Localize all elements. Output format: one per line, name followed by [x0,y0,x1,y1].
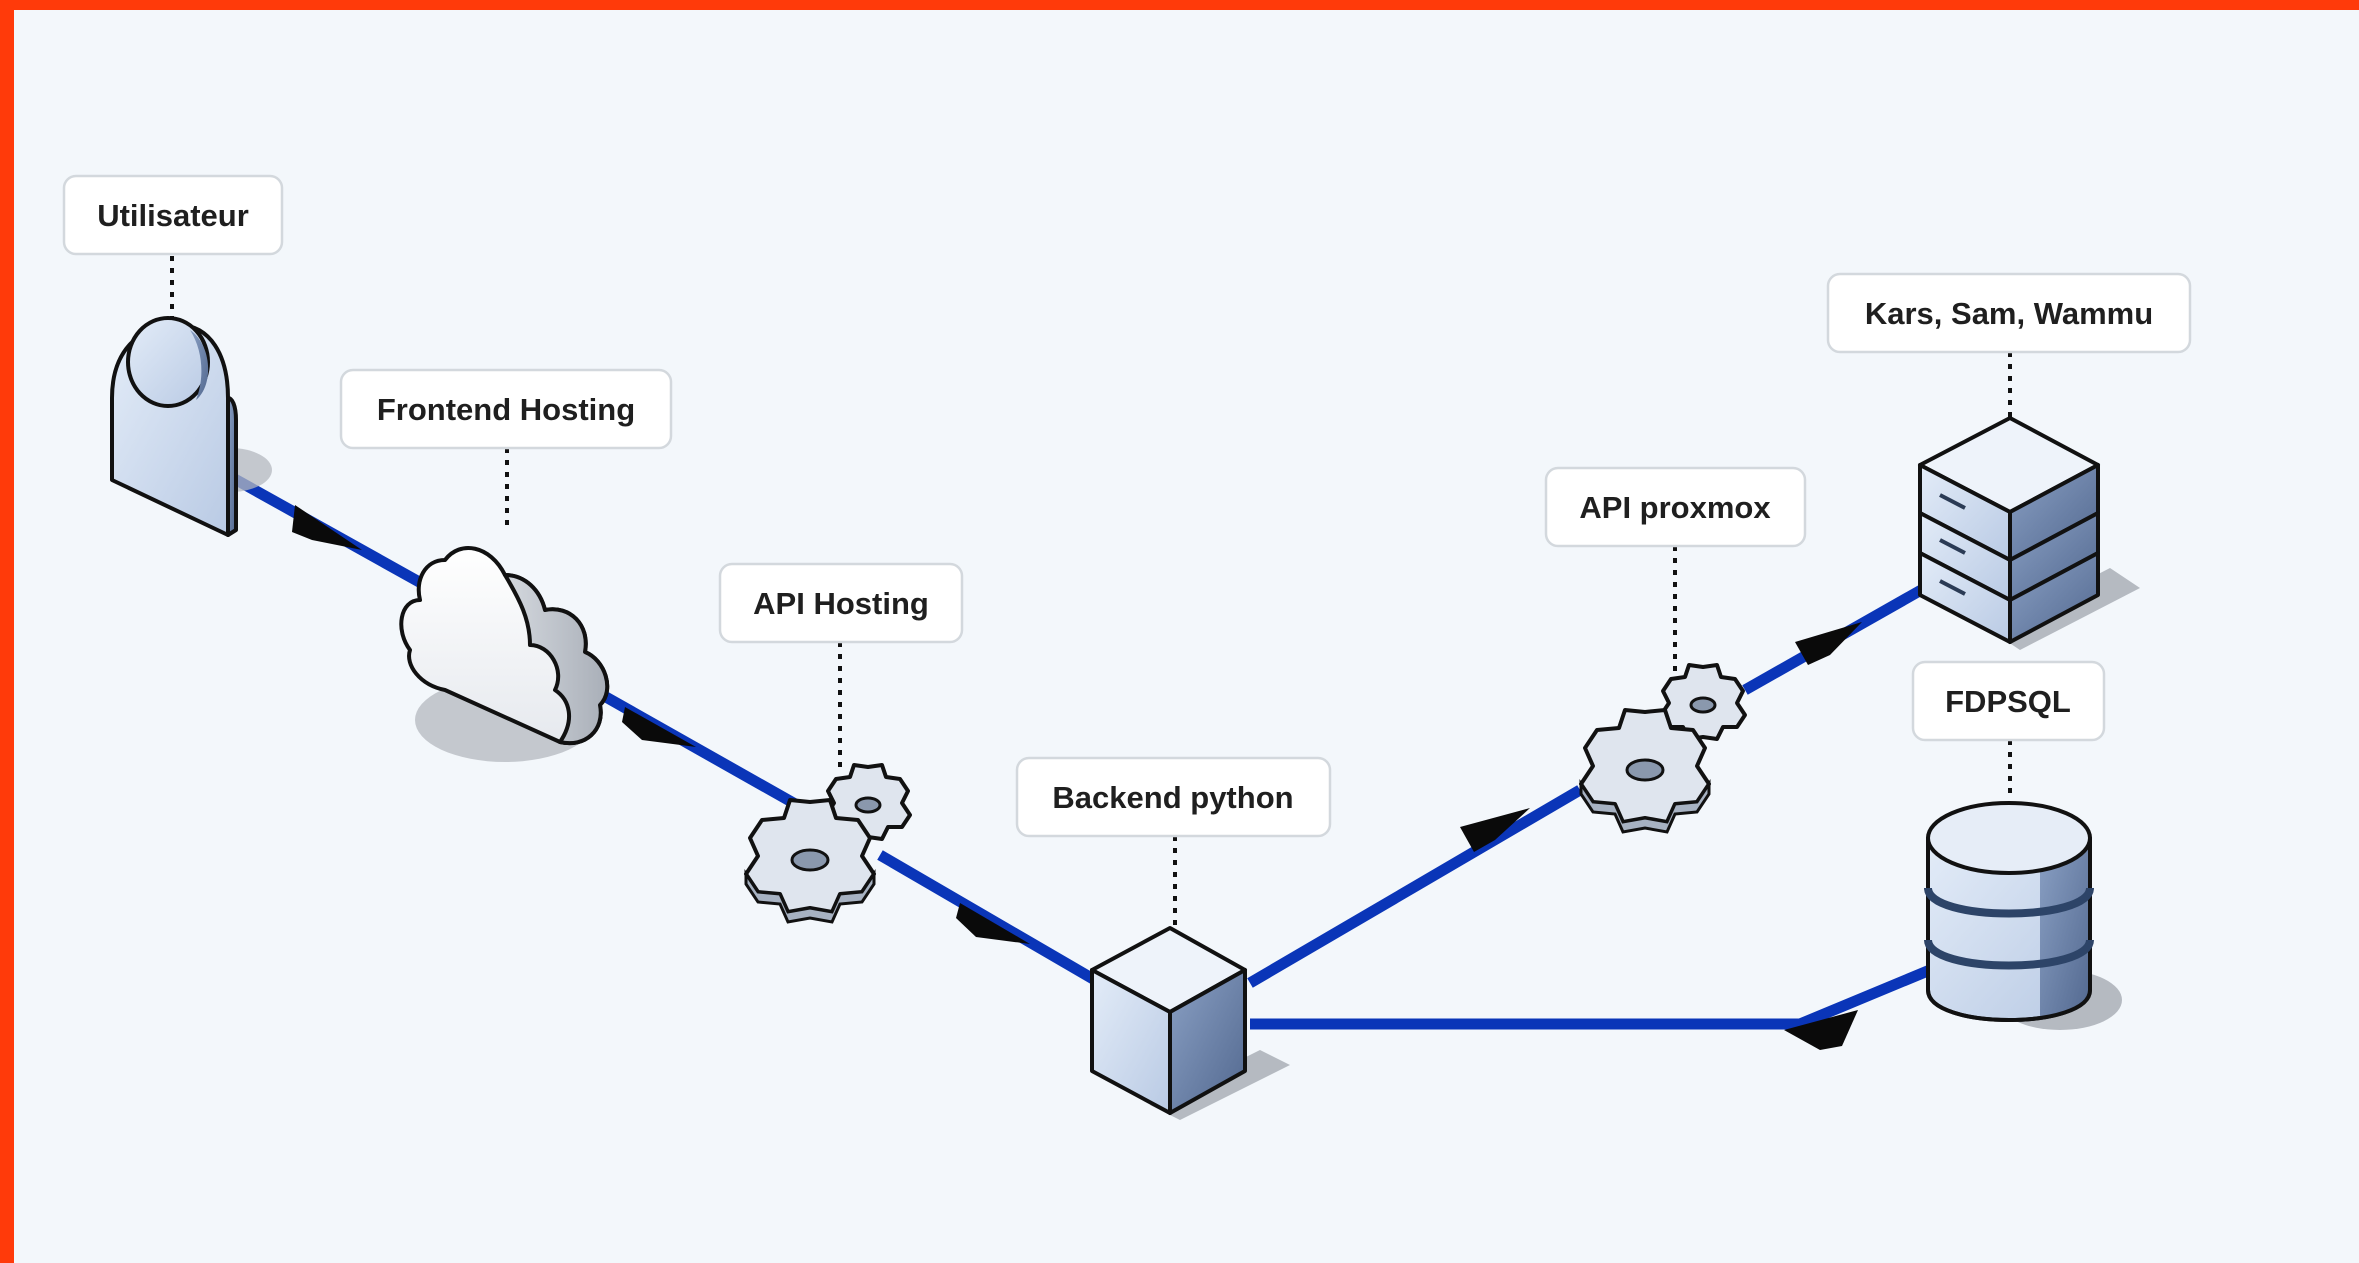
frame-left-border [0,0,14,1263]
label-api-hosting: API Hosting [718,562,964,644]
server-rack-icon [1918,416,2140,650]
edge-api-hosting-backend [877,850,1103,988]
label-frontend-hosting: Frontend Hosting [339,368,673,450]
label-utilisateur: Utilisateur [62,174,284,256]
label-backend-python-text: Backend python [1052,780,1293,815]
label-fdpsql: FDPSQL [1911,660,2106,742]
cloud-icon [399,546,610,762]
label-utilisateur-text: Utilisateur [97,198,249,233]
label-backend-python: Backend python [1015,756,1332,838]
arrow-to-backend [956,903,1030,944]
arrow-to-servers [1795,622,1862,665]
label-api-proxmox-text: API proxmox [1579,490,1771,525]
label-api-proxmox: API proxmox [1544,466,1807,548]
cube-icon [1090,926,1290,1120]
label-frontend-hosting-text: Frontend Hosting [377,392,635,427]
label-leaders [170,256,2012,928]
label-api-hosting-text: API Hosting [753,586,929,621]
user-icon [110,316,272,537]
frame-top-border [0,0,2359,10]
database-icon [1924,801,2122,1030]
edge-frontend-api-hosting [587,683,823,823]
gears-icon [1579,663,1747,834]
arrow-to-frontend [292,505,362,550]
label-fdpsql-text: FDPSQL [1945,684,2071,719]
label-servers: Kars, Sam, Wammu [1826,272,2192,354]
edge-backend-api-proxmox [1247,785,1583,988]
label-servers-text: Kars, Sam, Wammu [1865,296,2153,331]
arrow-to-api-hosting [622,707,696,747]
edge-backend-database [1250,964,1933,1030]
arrow-to-database [1784,1010,1858,1050]
gears-icon [744,763,912,924]
arrow-to-api-proxmox [1460,808,1530,852]
arrowheads [292,505,1862,1050]
